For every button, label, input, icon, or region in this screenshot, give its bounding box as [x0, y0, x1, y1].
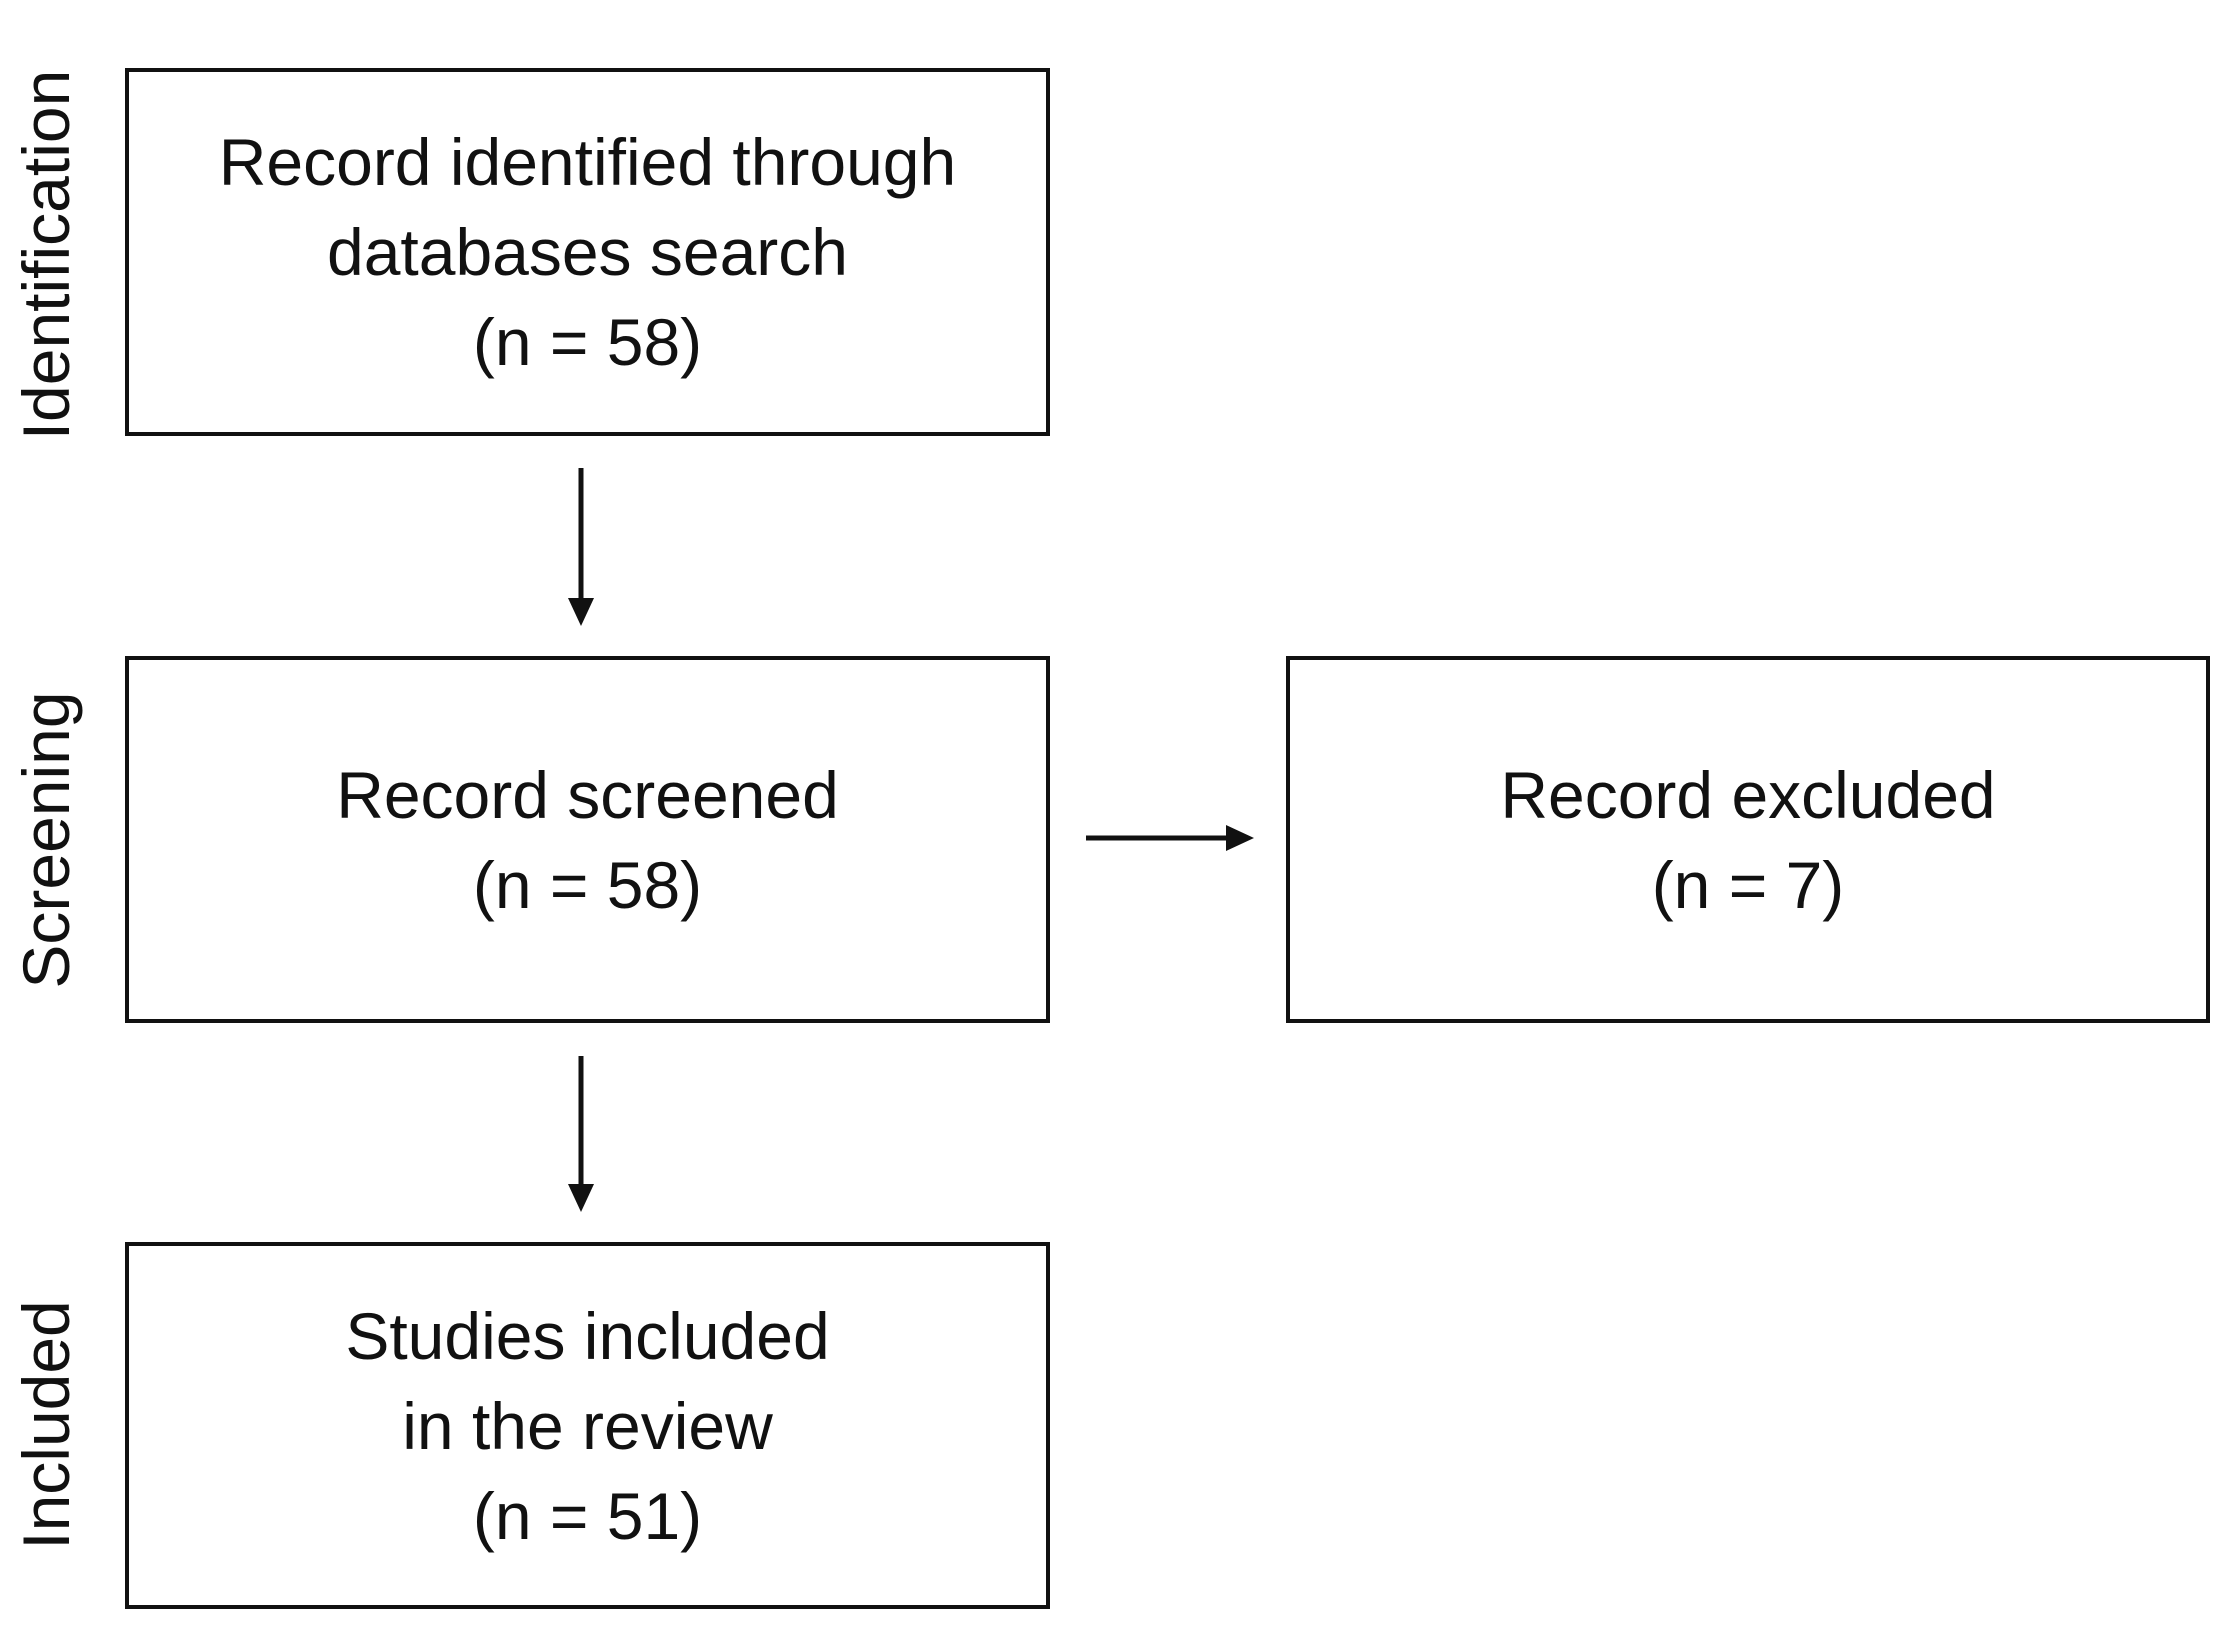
arrow-screened-to-excluded	[1086, 825, 1254, 851]
box-records-identified-count: (n = 58)	[472, 305, 703, 379]
box-records-identified: Record identified through databases sear…	[125, 68, 1050, 436]
stage-label-screening: Screening	[9, 691, 83, 989]
box-records-screened-line1: Record screened	[336, 757, 839, 832]
box-records-excluded: Record excluded (n = 7)	[1286, 656, 2210, 1023]
box-records-excluded-count: (n = 7)	[1651, 847, 1845, 922]
box-studies-included-line1: Studies included	[345, 1298, 830, 1373]
box-records-identified-line2: databases search	[326, 215, 848, 289]
box-studies-included-count: (n = 51)	[472, 1478, 703, 1553]
arrow-screened-to-included	[568, 1056, 594, 1212]
stage-label-included: Included	[9, 1300, 83, 1550]
stage-label-identification: Identification	[9, 69, 83, 441]
box-records-screened: Record screened (n = 58)	[125, 656, 1050, 1023]
box-studies-included: Studies included in the review (n = 51)	[125, 1242, 1050, 1609]
arrow-identified-to-screened	[568, 468, 594, 626]
box-records-excluded-line1: Record excluded	[1500, 757, 1996, 832]
box-studies-included-line2: in the review	[402, 1388, 773, 1463]
box-records-identified-line1: Record identified through	[218, 125, 957, 199]
box-records-screened-count: (n = 58)	[472, 847, 703, 922]
